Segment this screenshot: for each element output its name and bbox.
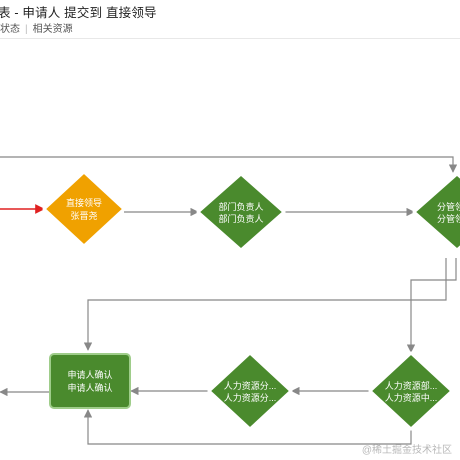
node-dept-head-label: 部门负责人 — [218, 201, 263, 212]
node-dept-head[interactable]: 部门负责人 部门负责人 — [196, 172, 286, 252]
node-dept-head-assignee: 部门负责人 — [218, 213, 263, 224]
node-branch-head-assignee: 分管领 — [437, 213, 460, 224]
tab-related-resources[interactable]: 相关资源 — [32, 24, 73, 35]
node-direct-leader-assignee: 张晋尧 — [70, 210, 97, 221]
node-hr-a-label: 人力资源分... — [224, 380, 277, 391]
node-hr-b[interactable]: 人力资源部... 人力资源中... — [368, 351, 454, 431]
node-applicant-confirm-label: 申请人确认 — [67, 369, 112, 380]
flow-canvas: 直接领导 张晋尧 部门负责人 部门负责人 分管领 分管领 申请人确认 申请人确认… — [0, 156, 460, 445]
node-branch-head[interactable]: 分管领 分管领 — [412, 172, 460, 252]
edge-top-loop — [0, 156, 458, 173]
watermark: @稀土掘金技术社区 — [361, 445, 452, 456]
node-applicant-confirm-shape — [49, 353, 131, 409]
page-title: 表 - 申请人 提交到 直接领导 — [0, 6, 157, 20]
node-direct-leader-shape — [42, 170, 126, 248]
node-applicant-confirm[interactable]: 申请人确认 申请人确认 — [49, 353, 131, 409]
node-branch-head-label: 分管领 — [437, 201, 460, 212]
node-hr-a-shape — [207, 351, 293, 431]
edge-branch-head-to-hr-b — [406, 258, 457, 353]
node-applicant-confirm-assignee: 申请人确认 — [67, 382, 112, 393]
node-hr-a[interactable]: 人力资源分... 人力资源分... — [207, 351, 293, 431]
tab-separator: | — [25, 24, 28, 35]
node-direct-leader[interactable]: 直接领导 张晋尧 — [42, 170, 126, 248]
node-dept-head-shape — [196, 172, 286, 252]
node-hr-b-shape — [368, 351, 454, 431]
node-hr-b-label: 人力资源部... — [385, 380, 438, 391]
node-branch-head-shape — [412, 172, 460, 252]
node-hr-b-assignee: 人力资源中... — [385, 392, 438, 403]
flow-edges — [0, 156, 458, 445]
node-hr-a-assignee: 人力资源分... — [224, 392, 277, 403]
header-bar: 表 - 申请人 提交到 直接领导 状态 | 相关资源 — [0, 0, 460, 39]
tab-bar: 状态 | 相关资源 — [0, 20, 73, 35]
tab-status[interactable]: 状态 — [0, 24, 20, 35]
edge-hr-b-return — [83, 409, 412, 445]
node-direct-leader-label: 直接领导 — [66, 197, 102, 208]
edge-branch-head-to-applicant — [83, 258, 447, 351]
